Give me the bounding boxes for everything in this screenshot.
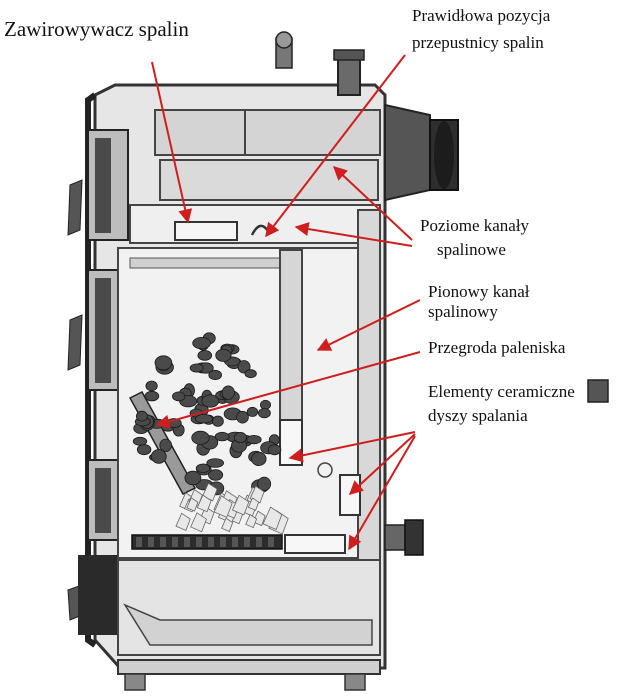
label-horizontal-line1: Poziome kanały xyxy=(420,216,530,235)
wood-piece xyxy=(202,482,218,502)
label-vertical-line1: Pionowy kanał xyxy=(428,282,530,301)
coal-piece xyxy=(211,415,224,427)
label-partition: Przegroda paleniska xyxy=(428,338,566,357)
grate-bar xyxy=(148,537,154,547)
coal-piece xyxy=(201,394,220,408)
grate-bar xyxy=(232,537,238,547)
wood-piece xyxy=(175,512,191,531)
grate-bar xyxy=(256,537,262,547)
swirler-element xyxy=(174,221,238,241)
coal-piece xyxy=(194,414,213,424)
coal-piece xyxy=(159,438,173,452)
label-damper-line1: Prawidłowa pozycja xyxy=(412,6,551,25)
coal-piece xyxy=(189,363,204,373)
grate-bar xyxy=(208,537,214,547)
grate-bar xyxy=(160,537,166,547)
annotation-arrows xyxy=(151,54,421,551)
coal-piece xyxy=(246,434,262,445)
coal-piece xyxy=(195,463,211,474)
coal-piece xyxy=(206,458,225,468)
label-damper-line2: przepustnicy spalin xyxy=(412,33,544,52)
coal-piece xyxy=(215,348,232,362)
arrow-swirler xyxy=(151,61,193,224)
grate-bar xyxy=(196,537,202,547)
coal-piece xyxy=(221,385,235,400)
label-ceramic-line1: Elementy ceramiczne xyxy=(428,382,575,401)
coal-piece xyxy=(246,406,259,417)
coal-piece xyxy=(257,476,272,492)
arrow-horizontal-2 xyxy=(294,222,413,247)
wood-piece xyxy=(213,495,233,518)
coal-piece xyxy=(257,407,271,419)
coal-piece xyxy=(135,410,148,422)
coal-piece xyxy=(214,431,230,442)
arrow-ceramic-2 xyxy=(348,433,416,495)
coal-piece xyxy=(132,436,148,446)
grate-bar xyxy=(220,537,226,547)
side-pipe xyxy=(587,379,609,403)
coal-piece xyxy=(145,380,158,392)
coal-piece xyxy=(192,336,211,350)
label-ceramic-line2: dyszy spalania xyxy=(428,406,528,425)
wood-piece xyxy=(231,494,250,516)
horizontal-flue-channels xyxy=(129,109,381,244)
coal-piece xyxy=(154,355,173,371)
coal-piece xyxy=(151,449,167,464)
coal-piece xyxy=(244,369,257,379)
label-vertical-line2: spalinowy xyxy=(428,302,498,321)
coal-piece xyxy=(197,350,213,361)
arrow-horizontal-1 xyxy=(332,166,413,241)
arrow-vertical xyxy=(316,299,421,351)
arrow-damper xyxy=(265,54,406,238)
coal-piece xyxy=(144,390,160,402)
grate-bar xyxy=(172,537,178,547)
coal-piece xyxy=(184,470,202,486)
arrow-partition xyxy=(155,351,421,429)
coal-piece xyxy=(136,444,152,456)
return-connector xyxy=(384,519,424,556)
wood-piece xyxy=(245,514,258,529)
grate-bar xyxy=(268,537,274,547)
grate xyxy=(131,534,283,550)
coal-piece xyxy=(208,369,223,381)
grate-bar xyxy=(244,537,250,547)
wood-pile xyxy=(175,482,289,535)
label-swirler: Zawirowywacz spalin xyxy=(4,17,189,41)
coal-piece xyxy=(171,391,186,402)
wood-piece xyxy=(190,512,207,533)
coal-piece xyxy=(191,430,210,445)
top-pipe xyxy=(275,31,365,96)
grate-bar xyxy=(184,537,190,547)
coal-piece xyxy=(259,399,271,410)
wood-piece xyxy=(247,497,260,511)
wood-piece xyxy=(262,506,283,530)
coal-piece xyxy=(233,431,247,443)
label-horizontal-line2: spalinowe xyxy=(437,240,506,259)
arrow-ceramic-3 xyxy=(348,435,416,551)
coal-piece xyxy=(236,410,249,424)
coal-piece xyxy=(251,451,267,466)
coal-piece xyxy=(267,444,282,456)
ash-pan xyxy=(117,559,381,656)
arrow-ceramic-1 xyxy=(288,431,416,463)
coal-piece xyxy=(208,469,224,481)
flue-outlet xyxy=(384,103,459,202)
wood-piece xyxy=(186,497,199,512)
wood-piece xyxy=(196,494,212,513)
wood-piece xyxy=(221,517,234,533)
coal-piece xyxy=(237,360,251,374)
grate-bar xyxy=(136,537,142,547)
